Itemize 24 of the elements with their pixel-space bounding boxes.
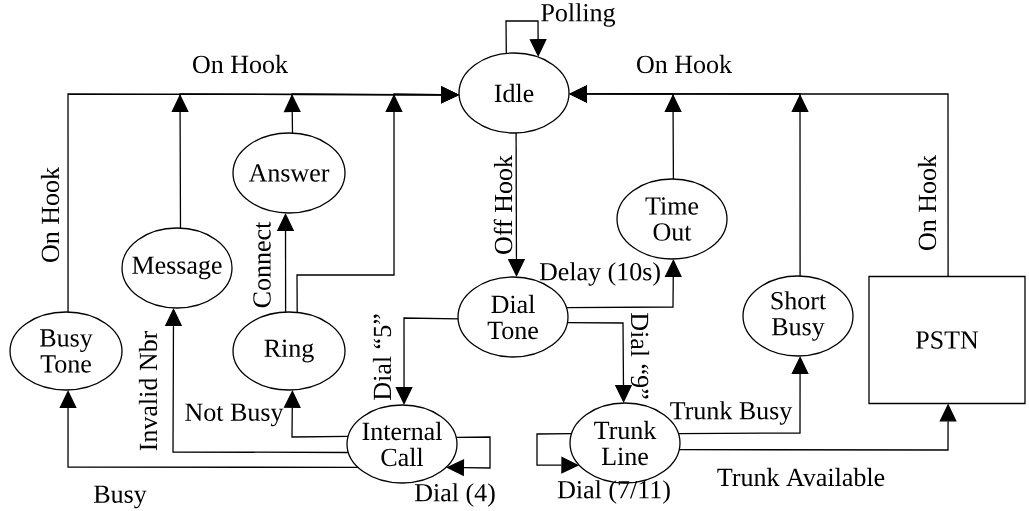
edge-label: Polling: [541, 3, 616, 27]
edge-label: Invalid Nbr: [138, 330, 158, 451]
arrow: [446, 436, 491, 477]
edge-label: Dial (7/11): [557, 480, 670, 504]
arrow: [395, 317, 459, 405]
edge-label: Dial “5”: [372, 314, 392, 400]
edge-label: Connect: [253, 221, 271, 308]
line-label: On Hook: [193, 54, 289, 74]
edge-label: Trunk Available: [717, 467, 885, 487]
edge-label: Trunk Busy: [670, 401, 793, 425]
arrow: [59, 390, 359, 469]
arrow: [677, 356, 809, 435]
edge-label: Dial “9”: [630, 313, 650, 399]
edge-label: Not Busy: [185, 403, 284, 427]
arrow: [566, 322, 633, 403]
edge-label: Dial (4): [414, 483, 495, 507]
arrow: [569, 85, 949, 278]
line-label: On Hook: [637, 54, 732, 74]
edge-label: On Hook: [40, 167, 60, 262]
edge-label: Off Hook: [493, 155, 513, 254]
edge-label: On Hook: [917, 155, 937, 250]
arrow: [565, 259, 682, 309]
network-box: PSTN: [868, 275, 1026, 405]
edge-label: Busy: [94, 485, 147, 509]
